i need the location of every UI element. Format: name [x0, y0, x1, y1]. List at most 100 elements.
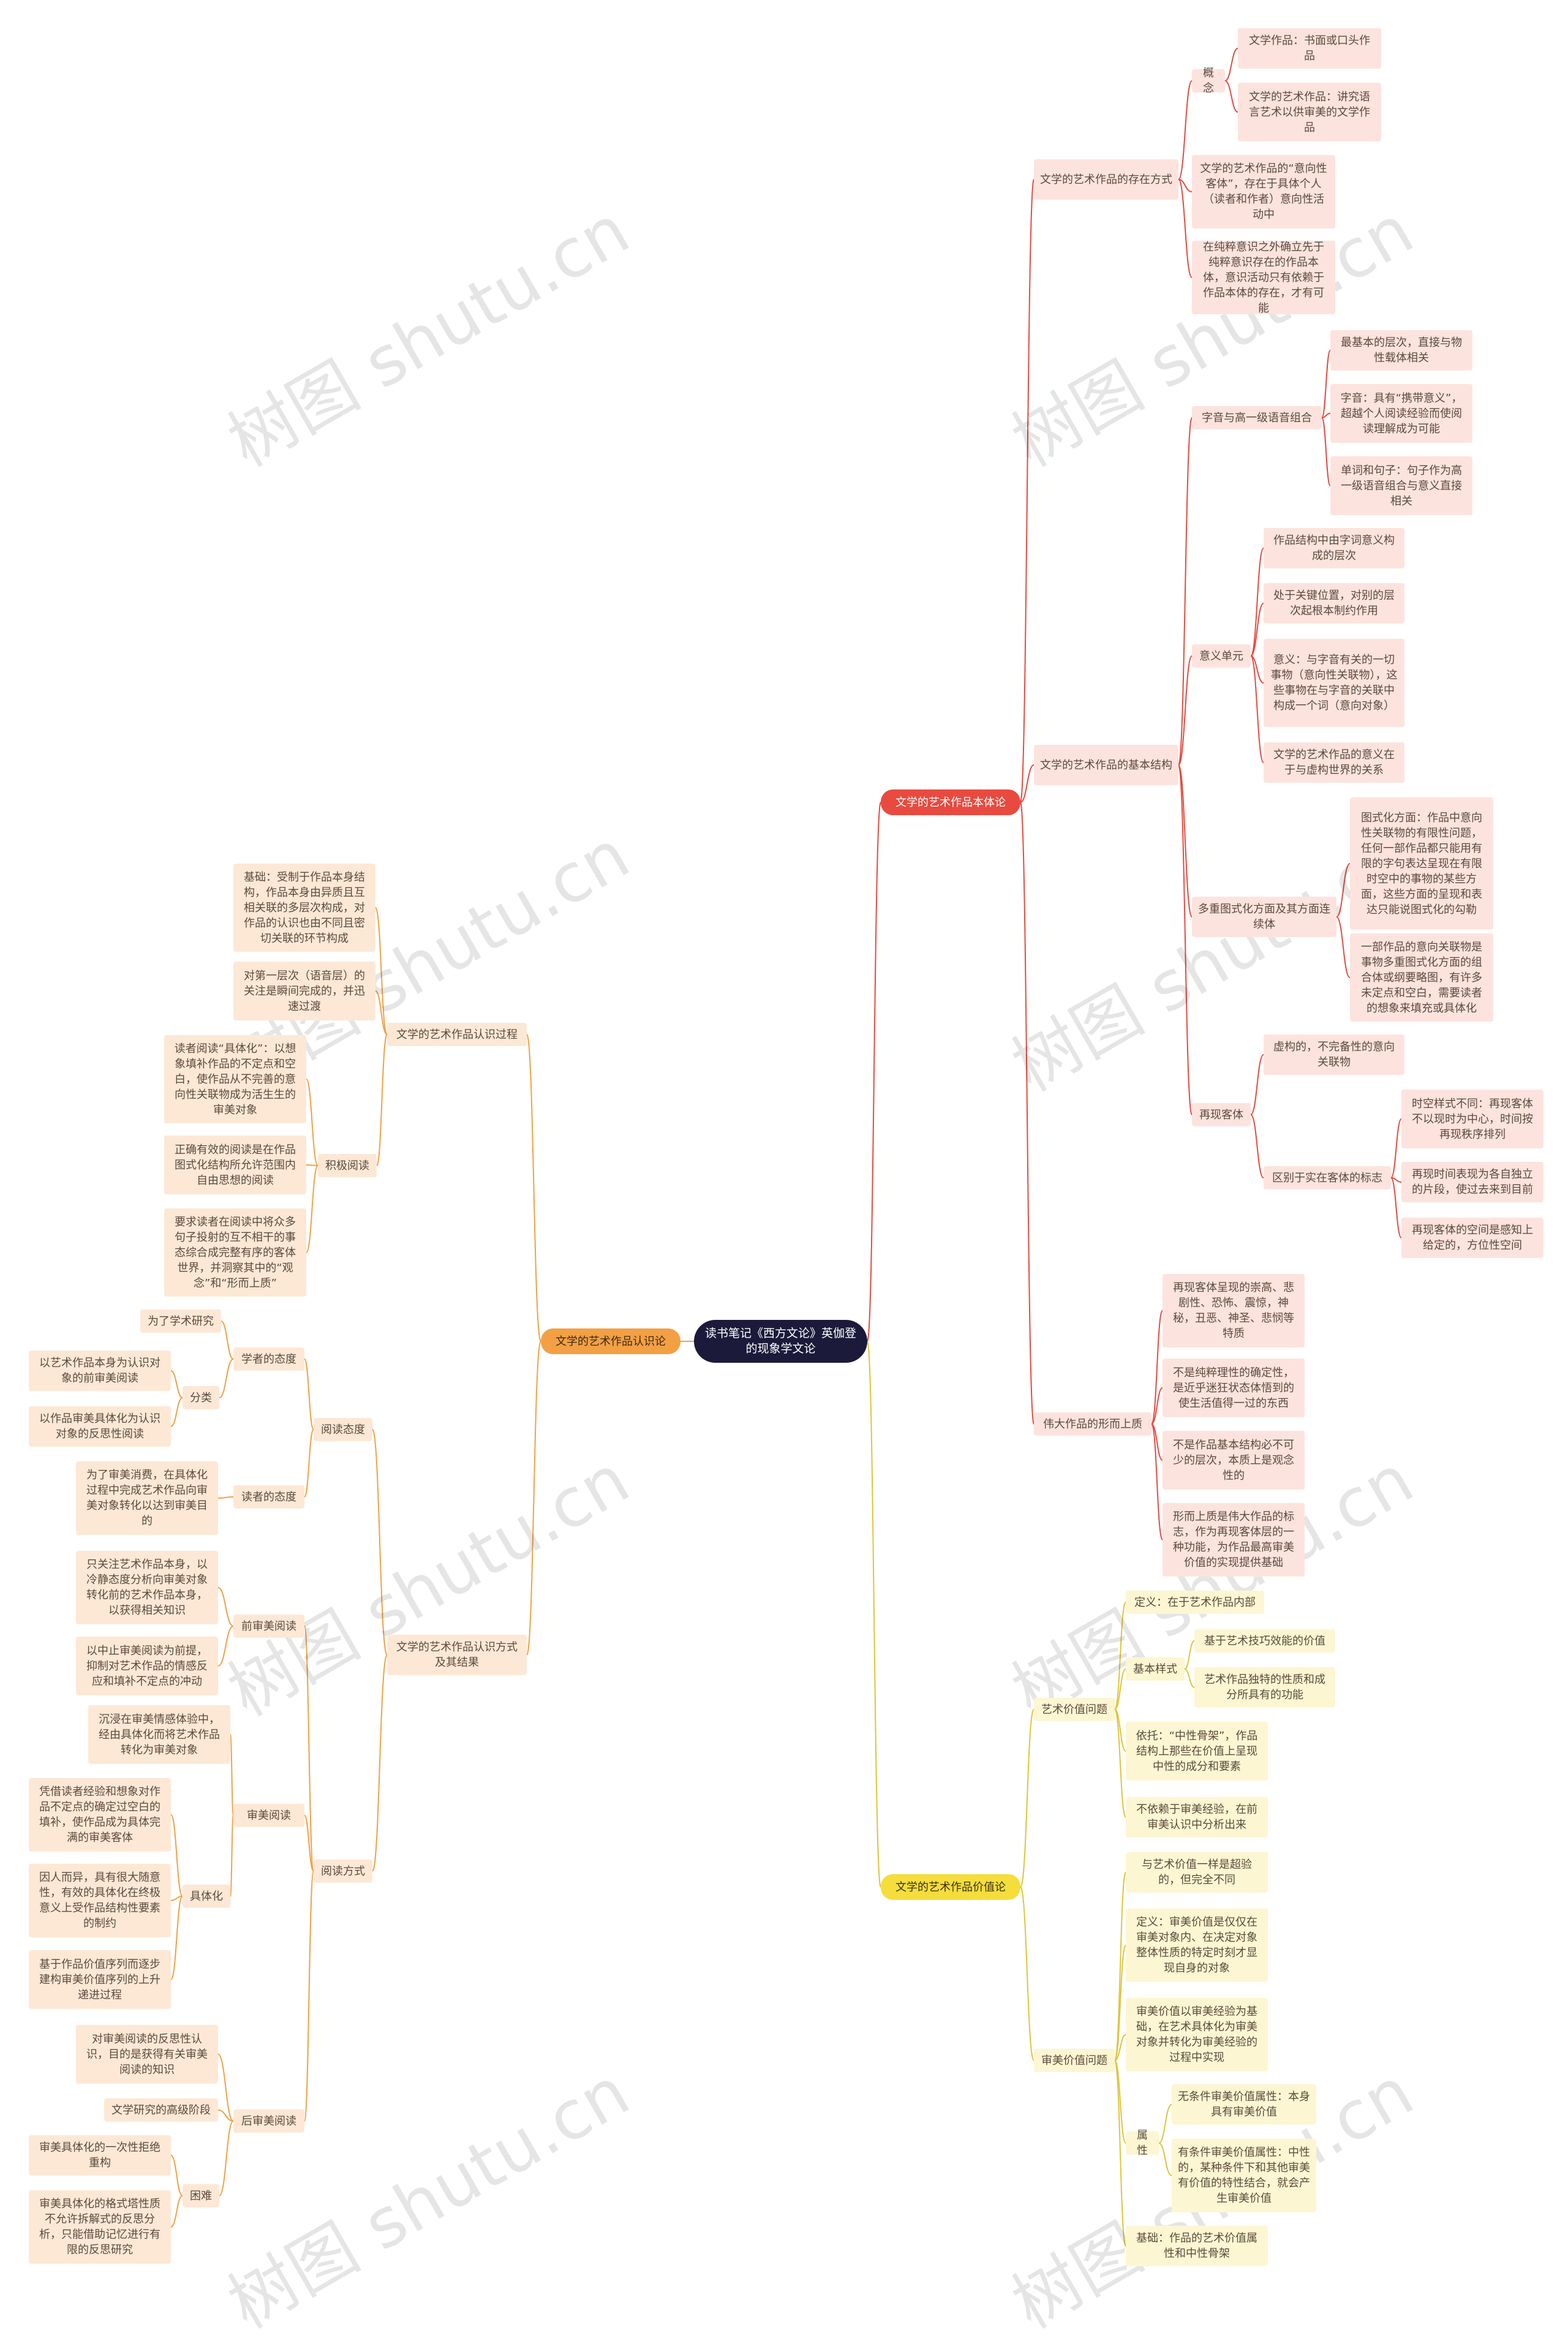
node-basic-form-2[interactable]: 艺术作品独特的性质和成分所具有的功能 — [1194, 1667, 1335, 1708]
node-difference-item-3[interactable]: 再现客体的空间是感知上给定的，方位性空间 — [1401, 1218, 1544, 1258]
node-classification-2[interactable]: 以作品审美具体化为认识对象的反思性阅读 — [29, 1406, 171, 1447]
node-aesthetic-basis[interactable]: 基础：作品的艺术价值属性和中性骨架 — [1126, 2226, 1268, 2266]
node-post-aesthetic-item-1[interactable]: 对审美阅读的反思性认识，目的是获得有关审美阅读的知识 — [76, 2025, 218, 2084]
node-great-item-2[interactable]: 不是纯粹理性的确定性，是近乎迷狂状态体悟到的使生活值得一过的东西 — [1163, 1358, 1305, 1417]
branch-ontology[interactable]: 文学的艺术作品本体论 — [881, 789, 1020, 815]
mind-map-canvas: 树图 shutu.cn 树图 shutu.cn 树图 shutu.cn 树图 s… — [29, 28, 1544, 2344]
node-phonetic-item-3[interactable]: 单词和句子：句子作为高一级语音组合与意义直接相关 — [1330, 456, 1472, 515]
connector — [170, 2155, 183, 2196]
connector — [217, 1626, 234, 1667]
branch-value[interactable]: 文学的艺术作品价值论 — [881, 1874, 1020, 1900]
node-aesthetic-value[interactable]: 审美价值问题 — [1034, 2049, 1115, 2072]
connector — [304, 1429, 314, 1497]
node-difference-item-2[interactable]: 再现时间表现为各自独立的片段，使过去来到目前 — [1401, 1162, 1544, 1202]
node-difference-marks[interactable]: 区别于实在客体的标志 — [1264, 1166, 1391, 1189]
node-concretization[interactable]: 具体化 — [183, 1885, 230, 1908]
branch-cognition[interactable]: 文学的艺术作品认识论 — [541, 1328, 680, 1354]
node-attributes[interactable]: 属性 — [1126, 2129, 1159, 2157]
connector — [219, 2120, 234, 2196]
node-reading-mode[interactable]: 阅读方式 — [314, 1859, 372, 1883]
node-meaning-item-1[interactable]: 作品结构中由字词意义构成的层次 — [1264, 528, 1404, 568]
node-schema-item-1[interactable]: 图式化方面：作品中意向性关联物的有限性问题，任何一部作品都只能用有限的字句表达呈… — [1350, 797, 1493, 930]
node-difficulty-1[interactable]: 审美具体化的一次性拒绝重构 — [29, 2135, 171, 2176]
node-meaning-item-4[interactable]: 文学的艺术作品的意义在于与虚构世界的关系 — [1264, 742, 1404, 783]
node-meaning-unit[interactable]: 意义单元 — [1192, 644, 1251, 668]
connector — [1250, 1114, 1264, 1178]
root-node[interactable]: 读书笔记《西方文论》英伽登的现象学文论 — [694, 1320, 867, 1363]
node-scholar-research[interactable]: 为了学术研究 — [140, 1309, 221, 1333]
node-artistic-value[interactable]: 艺术价值问题 — [1034, 1698, 1115, 1721]
connector — [1151, 1387, 1163, 1425]
node-concretization-2[interactable]: 因人而异，具有很大随意性，有效的具体化在终极意义上受作品结构性要素的制约 — [29, 1864, 171, 1937]
node-difference-item-1[interactable]: 时空样式不同：再现客体不以现时为中心，时间按再现秩序排列 — [1401, 1090, 1544, 1148]
connector — [372, 1654, 388, 1872]
connector — [526, 1341, 541, 1656]
node-attribute-2[interactable]: 有条件审美价值属性：中性的，某种条件下和其他审美有价值的特性结合，就会产生审美价… — [1172, 2139, 1316, 2212]
node-aesthetic-reading-item[interactable]: 沉浸在审美情感体验中，经由具体化而将艺术作品转化为审美对象 — [88, 1705, 230, 1764]
node-schema-item-2[interactable]: 一部作品的意向关联物是事物多重图式化方面的组合体或纲要略图，有许多未定点和空白，… — [1350, 933, 1493, 1022]
node-existence-item-1[interactable]: 文学的艺术作品的“意向性客体”，存在于具体个人（读者和作者）意向性活动中 — [1192, 155, 1335, 228]
node-represented-object[interactable]: 再现客体 — [1192, 1103, 1251, 1126]
node-meaning-item-3[interactable]: 意义：与字音有关的一切事物（意向性关联物），这些事物在与字音的关联中构成一个词（… — [1264, 639, 1404, 727]
node-great-item-1[interactable]: 再现客体呈现的崇高、悲剧性、恐怖、震惊，神秘，丑恶、神圣、悲悯等特质 — [1163, 1274, 1305, 1347]
node-basic-forms[interactable]: 基本样式 — [1126, 1657, 1185, 1681]
node-method[interactable]: 文学的艺术作品认识方式及其结果 — [387, 1635, 527, 1675]
node-reader-item[interactable]: 为了审美消费，在具体化过程中完成艺术作品向审美对象转化以达到审美目的 — [76, 1461, 218, 1535]
node-pre-aesthetic-item-2[interactable]: 以中止审美阅读为前提，抑制对艺术作品的情感反应和填补不定点的冲动 — [76, 1637, 218, 1695]
node-aesthetic-reading[interactable]: 审美阅读 — [233, 1804, 304, 1827]
node-pre-aesthetic[interactable]: 前审美阅读 — [233, 1614, 304, 1638]
connector — [1020, 179, 1035, 803]
node-structure[interactable]: 文学的艺术作品的基本结构 — [1034, 745, 1178, 785]
node-concept-item-2[interactable]: 文学的艺术作品：讲究语言艺术以供审美的文学作品 — [1238, 83, 1381, 141]
node-existence-item-2[interactable]: 在纯粹意识之外确立先于纯粹意识存在的作品本体，意识活动只有依赖于作品本体的存在，… — [1192, 241, 1335, 315]
connector — [306, 1079, 318, 1166]
connector — [217, 2109, 234, 2122]
connector — [1336, 916, 1351, 978]
node-classification-1[interactable]: 以艺术作品本身为认识对象的前审美阅读 — [29, 1351, 171, 1391]
node-active-item-2[interactable]: 正确有效的阅读是在作品图式化结构所允许范围内自由思想的阅读 — [164, 1136, 306, 1194]
node-schema[interactable]: 多重图式化方面及其方面连续体 — [1192, 897, 1336, 937]
connector — [306, 1164, 318, 1166]
node-pre-aesthetic-item-1[interactable]: 只关注艺术作品本身，以冷静态度分析向审美对象转化前的艺术作品本身，以获得相关知识 — [76, 1551, 218, 1624]
connector — [1178, 764, 1193, 917]
node-phonetic-item-1[interactable]: 最基本的层次，直接与物性载体相关 — [1330, 330, 1472, 371]
node-reader-attitude[interactable]: 读者的态度 — [233, 1485, 304, 1509]
node-concretization-3[interactable]: 基于作品价值序列而逐步建构审美价值序列的上升递进过程 — [29, 1950, 171, 2009]
node-artistic-item-1[interactable]: 依托：“中性骨架”，作品结构上那些在价值上呈现中性的成分和要素 — [1126, 1722, 1268, 1780]
node-difficulty-2[interactable]: 审美具体化的格式塔性质不允许拆解式的反思分析，只能借助记忆进行有限的反思研究 — [29, 2190, 171, 2264]
node-great-item-4[interactable]: 形而上质是伟大作品的标志，作为再现客体层的一种功能，为作品最高审美价值的实现提供… — [1163, 1503, 1305, 1577]
node-scholar-attitude[interactable]: 学者的态度 — [233, 1347, 304, 1371]
node-concretization-1[interactable]: 凭借读者经验和想象对作品不定点的确定过空白的填补，使作品成为具体完满的审美客体 — [29, 1778, 171, 1852]
node-reading-attitude[interactable]: 阅读态度 — [314, 1418, 372, 1441]
node-aesthetic-item-3[interactable]: 审美价值以审美经验为基础，在艺术具体化为审美对象并转化为审美经验的过程中实现 — [1126, 1998, 1268, 2071]
node-process-item-2[interactable]: 对第一层次（语音层）的关注是瞬间完成的，并迅速过渡 — [233, 962, 375, 1020]
node-represented-item[interactable]: 虚构的，不完备性的意向关联物 — [1264, 1034, 1404, 1075]
connector — [1178, 179, 1193, 192]
node-difficulty[interactable]: 困难 — [183, 2184, 219, 2207]
node-existence[interactable]: 文学的艺术作品的存在方式 — [1034, 159, 1178, 200]
node-active-item-3[interactable]: 要求读者在阅读中将众多句子投射的互不相干的事态综合成完整有序的客体世界，并洞察其… — [164, 1208, 306, 1297]
node-post-aesthetic-item-2[interactable]: 文学研究的高级阶段 — [104, 2098, 218, 2122]
node-artistic-item-2[interactable]: 不依赖于审美经验，在前审美认识中分析出来 — [1126, 1797, 1268, 1837]
node-artistic-definition[interactable]: 定义：在于艺术作品内部 — [1126, 1591, 1264, 1614]
node-attribute-1[interactable]: 无条件审美价值属性：本身具有审美价值 — [1172, 2084, 1316, 2125]
node-process[interactable]: 文学的艺术作品认识过程 — [387, 1023, 527, 1046]
node-concept[interactable]: 概念 — [1192, 67, 1225, 95]
node-great-item-3[interactable]: 不是作品基本结构必不可少的层次，本质上是观念性的 — [1163, 1431, 1305, 1490]
node-great-works[interactable]: 伟大作品的形而上质 — [1034, 1412, 1152, 1436]
node-classification[interactable]: 分类 — [183, 1386, 219, 1409]
node-process-item-1[interactable]: 基础：受制于作品本身结构，作品本身由异质且互相关联的多层次构成，对作品的认识也由… — [233, 864, 375, 952]
connector — [304, 1815, 314, 1872]
node-post-aesthetic[interactable]: 后审美阅读 — [233, 2109, 304, 2133]
node-phonetic[interactable]: 字音与高一级语音组合 — [1192, 406, 1322, 429]
node-aesthetic-item-2[interactable]: 定义：审美价值是仅仅在审美对象内、在决定对象整体性质的特定时刻才显现自身的对象 — [1126, 1908, 1268, 1982]
node-basic-form-1[interactable]: 基于艺术技巧效能的价值 — [1194, 1629, 1335, 1652]
node-active-reading[interactable]: 积极阅读 — [318, 1154, 377, 1177]
connector — [1114, 1709, 1126, 1818]
node-phonetic-item-2[interactable]: 字音：具有“携带意义”，超越个人阅读经验而使阅读理解成为可能 — [1330, 384, 1472, 443]
node-meaning-item-2[interactable]: 处于关键位置，对别的层次起根本制约作用 — [1264, 583, 1404, 623]
node-concept-item-1[interactable]: 文学作品：书面或口头作品 — [1238, 28, 1381, 69]
node-aesthetic-item-1[interactable]: 与艺术价值一样是超验的，但完全不同 — [1126, 1852, 1268, 1893]
node-active-item-1[interactable]: 读者阅读“具体化”：以想象填补作品的不定点和空白，使作品从不完善的意向性关联物成… — [164, 1035, 306, 1123]
connector — [304, 1358, 314, 1430]
